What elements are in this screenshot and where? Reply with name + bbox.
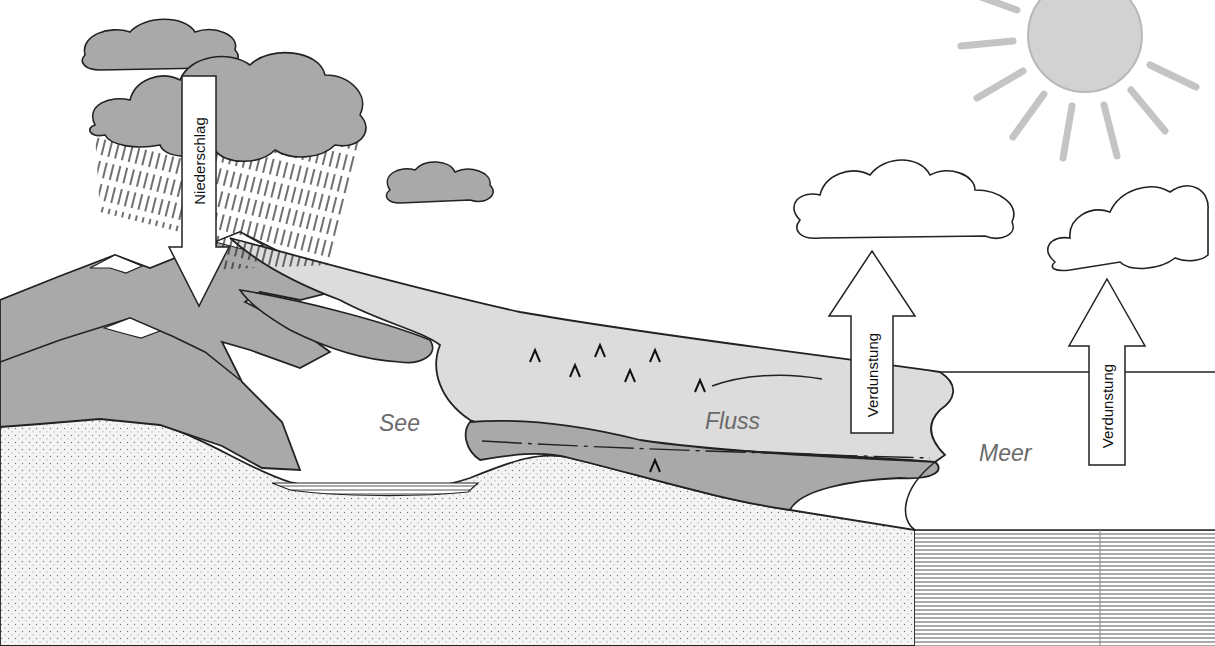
arrow-box: Verdunstung	[828, 250, 916, 434]
arrow-box: Niederschlag	[168, 75, 230, 307]
arrow-label: Verdunstung	[1099, 364, 1116, 448]
cloud	[1048, 186, 1208, 271]
hill-line	[712, 375, 822, 386]
sea-water	[915, 530, 1215, 646]
small-cloud	[386, 162, 493, 203]
cloud	[794, 160, 1014, 238]
region-label: Fluss	[702, 408, 763, 434]
arrow-shape	[1069, 279, 1145, 465]
snow-cap	[104, 318, 160, 338]
tree-symbols	[530, 345, 705, 472]
sea-divider	[1100, 530, 1101, 646]
hill-band	[466, 421, 939, 510]
region-label: Meer	[976, 440, 1034, 466]
sun	[1028, 0, 1142, 92]
sea-floor-line	[915, 529, 1215, 531]
front-mountain	[0, 318, 240, 380]
arrow-label: Verdunstung	[864, 333, 881, 417]
storm-cloud	[90, 53, 366, 162]
coastline	[905, 462, 935, 530]
arrow-shape	[829, 251, 915, 433]
lake-water	[272, 483, 478, 496]
region-label-box: See	[376, 410, 423, 436]
region-label-box: Fluss	[702, 408, 763, 434]
region-label-box: Meer	[976, 440, 1034, 466]
plain	[230, 238, 953, 462]
ridge	[240, 290, 433, 363]
arrow-shape	[169, 76, 229, 306]
sea-horizon	[940, 371, 1215, 373]
region-label: See	[376, 410, 423, 436]
arrow-box: Verdunstung	[1068, 278, 1146, 466]
river-bank	[482, 441, 930, 458]
snow-cap	[90, 255, 142, 273]
arrow-label: Niederschlag	[191, 117, 208, 205]
